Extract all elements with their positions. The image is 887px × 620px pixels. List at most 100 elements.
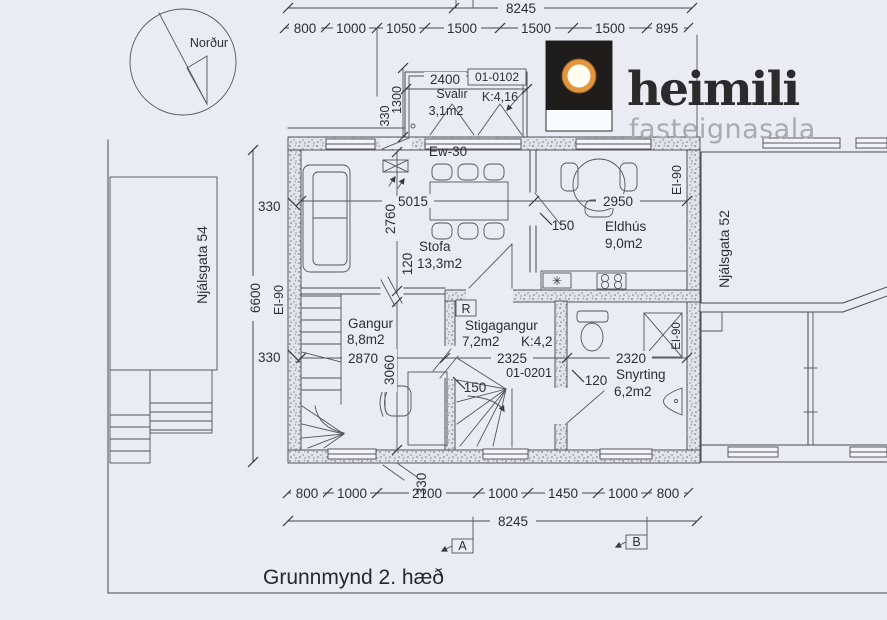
dim-top-total: 8245 [282,0,698,16]
dim-wall-150-eldhus: 150 [552,218,575,233]
dim-stofa-depth: 2760 [383,204,398,234]
chair [483,163,505,181]
dim-svalir-depth: 1300 [390,86,404,114]
desk [407,371,448,446]
dim: 1000 [336,21,366,36]
south-wall-openings [327,448,653,460]
stofa-area: 13,3m2 [417,256,462,271]
svalir-name: Svalir [436,87,467,101]
stove [596,272,627,290]
dim-gangur-width: 2870 [348,351,378,366]
chimney [382,159,409,173]
left-neighbor-label: Njálsgata 54 [194,226,210,304]
dim-gangur-depth: 3060 [382,355,397,385]
dim-bottom-chain: 800 1000 2100 1000 1450 1000 800 330 [282,462,694,501]
dim: 1000 [488,486,518,501]
chair [619,162,638,192]
dim-wall-330-svalir: 330 [378,106,392,127]
dim-wall-120-stofa: 120 [400,253,415,276]
dim: 800 [296,486,319,501]
dim: 1000 [337,486,367,501]
eldhus-name: Eldhús [605,219,647,234]
dim-eldhus-width: 2950 [603,194,633,209]
chair [457,222,479,240]
svalir-area: 3,1m2 [429,104,464,118]
dim: 1450 [548,486,578,501]
section-marker-b: B [632,535,640,549]
stofa-name: Stofa [419,239,451,254]
window-rating-label: Ew-30 [429,144,467,159]
dim-snyrting-width: 2320 [616,351,646,366]
dim-wall-150-stiga: 150 [464,380,487,395]
section-a-top-stub [455,0,474,9]
left-neighbor-building: Njálsgata 54 [109,176,218,464]
ref-symbol: R [461,302,470,316]
chair [560,162,579,192]
fire-rating-east-wall: EI-90 [670,165,684,195]
dim-left-column: 330 6600 EI-90 330 [246,144,301,468]
dim-total-top: 8245 [506,1,536,16]
room-labels: Ew-30 Stofa 13,3m2 Eldhús 9,0m2 EI-90 Ga… [347,144,684,399]
dim: 800 [294,21,317,36]
dim: 1000 [608,486,638,501]
kitchen-table [572,158,626,212]
dim-svalir-width: 2400 [430,72,460,87]
compass: Norður [129,8,237,116]
stigagangur-unit-id: 01-0201 [506,366,552,380]
dim-balcony: 2400 01-0102 K:4,16 Svalir 3,1m2 1300 33… [378,62,533,143]
dim: 1500 [521,21,551,36]
right-neighbor-label: Njálsgata 52 [716,210,732,288]
fire-rating-left-wall: EI-90 [272,285,286,315]
dim-stofa-width: 5015 [398,194,428,209]
section-marker-a: A [458,539,467,553]
stairs-direction-arrow [467,395,505,413]
dim-wall-120-snyrting: 120 [585,373,608,388]
dim-wall-330-bottom: 330 [414,473,429,496]
snyrting-area: 6,2m2 [614,384,652,399]
snyrting-name: Snyrting [616,367,666,382]
chair [431,222,453,240]
svalir-unit-id: 01-0102 [475,70,519,84]
logo-name: heimili [627,62,799,117]
dim-room-row-upper: 5015 2950 2760 120 150 [295,146,693,297]
dim: 2100 [412,486,442,501]
dim-top-chain: 800 1000 1050 1500 1500 1500 895 [279,21,694,36]
dim-wall-330-mid: 330 [258,350,281,365]
chair [431,163,453,181]
sofa [302,164,351,273]
gangur-area: 8,8m2 [347,332,385,347]
sink [663,387,683,416]
logo-subtitle: fasteignasala [629,114,816,145]
gangur-stairs [301,294,448,449]
interior-walls [300,149,701,451]
fire-rating-shower-wall: EI-90 [671,322,683,350]
dim: 800 [657,486,680,501]
dim: 1050 [386,21,416,36]
stigagangur-area: 7,2m2 [462,334,500,349]
drawing-frame [107,139,887,594]
stofa-door-leaf [468,243,513,289]
stigagangur-stairs [456,357,513,448]
toilet-tank [576,310,609,323]
toilet-bowl [580,322,604,352]
dim-bottom-total: 8245 A B [282,514,703,554]
north-wall-openings [325,137,652,150]
eldhus-door-leaf [534,192,562,226]
right-neighbor-building: Njálsgata 52 [700,137,887,463]
dim-wall-330-top: 330 [258,199,281,214]
compass-label: Norður [190,36,228,50]
dim-room-row-lower: 2870 2325 2320 3060 150 120 [295,296,693,456]
stigagangur-ceiling: K:4,2 [521,334,553,349]
kitchen-counter [540,270,688,291]
ref-symbol-box [455,299,477,317]
eldhus-area: 9,0m2 [605,236,643,251]
unit-id-box [467,68,527,86]
dim: 1500 [595,21,625,36]
gangur-name: Gangur [348,316,394,331]
dim: 895 [656,21,679,36]
stigagangur-name: Stigagangur [465,318,538,333]
shower [643,312,683,358]
north-arrow-head [186,55,208,106]
